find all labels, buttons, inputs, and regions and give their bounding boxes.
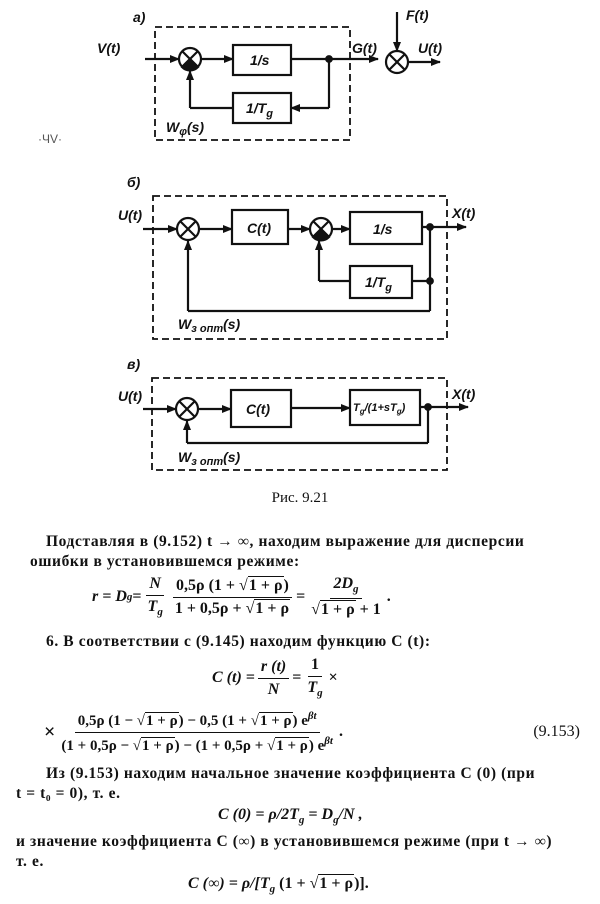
input-u-label-b: U(t) [118, 207, 142, 223]
panel-v-dashed-boundary [151, 377, 448, 471]
transfer-w-opt-v-label: Wз опт(s) [178, 449, 241, 468]
input-u-label-v: U(t) [118, 388, 142, 404]
block-plant-v-label: Tg/(1+sTg) [353, 402, 406, 416]
panel-a-label: а) [133, 9, 146, 25]
block-1-over-tg-b-label: 1/Tg [365, 274, 392, 294]
equation-number: (9.153) [533, 723, 580, 740]
transfer-w-opt-b-label: Wз опт(s) [178, 316, 241, 335]
disturbance-label: F(t) [406, 7, 429, 23]
paragraph-3-line-1: Из (9.153) находим начальное значение ко… [46, 765, 536, 782]
paragraph-4-line-2: т. е. [16, 853, 44, 870]
paragraph-2: 6. В соответствии с (9.145) находим функ… [46, 633, 431, 650]
output-x-label-b: X(t) [451, 205, 476, 221]
transfer-w-phi-label: Wφ(s) [166, 119, 204, 138]
equation-c-zero: C (0) = ρ/2Tg = Dg/N , [218, 806, 363, 827]
block-c-of-t-b [230, 208, 290, 246]
paragraph-1-line-1: Подставляя в (9.152) t → ∞, находим выра… [46, 533, 525, 550]
equation-9-153: × 0,5ρ (1 − √1 + ρ) − 0,5 (1 + √1 + ρ) e… [44, 709, 580, 754]
panel-b-dashed-boundary [152, 195, 448, 340]
block-c-of-t-b-label: C(t) [247, 220, 271, 236]
paragraph-3-line-2: t = t₀ = 0), т. е. [16, 785, 121, 802]
margin-mark: ·ЧV· [38, 132, 62, 146]
figure-caption: Рис. 9.21 [271, 490, 329, 506]
paragraph-1-line-2: ошибки в установившемся режиме: [30, 553, 300, 570]
panel-b-label: б) [127, 174, 141, 190]
block-diagram-figure: а) V(t) G(t) F(t) U(t) 1/s 1/Tg Wφ(s) б)… [97, 7, 476, 471]
output-u-label: U(t) [418, 40, 442, 56]
paragraph-4-line-1: и значение коэффициента C (∞) в установи… [16, 833, 553, 850]
input-v-label: V(t) [97, 40, 121, 56]
block-c-of-t-v-label: C(t) [246, 401, 270, 417]
equation-c-infinity: C (∞) = ρ/[Tg (1 + √1 + ρ)]. [188, 874, 369, 896]
block-1-over-tg-a-label: 1/Tg [246, 100, 273, 120]
block-1-over-s-b-label: 1/s [373, 221, 393, 237]
g-of-t-label: G(t) [352, 40, 377, 56]
block-1-over-s-a-label: 1/s [250, 52, 270, 68]
panel-v-label: в) [127, 356, 140, 372]
output-x-label-v: X(t) [451, 386, 476, 402]
